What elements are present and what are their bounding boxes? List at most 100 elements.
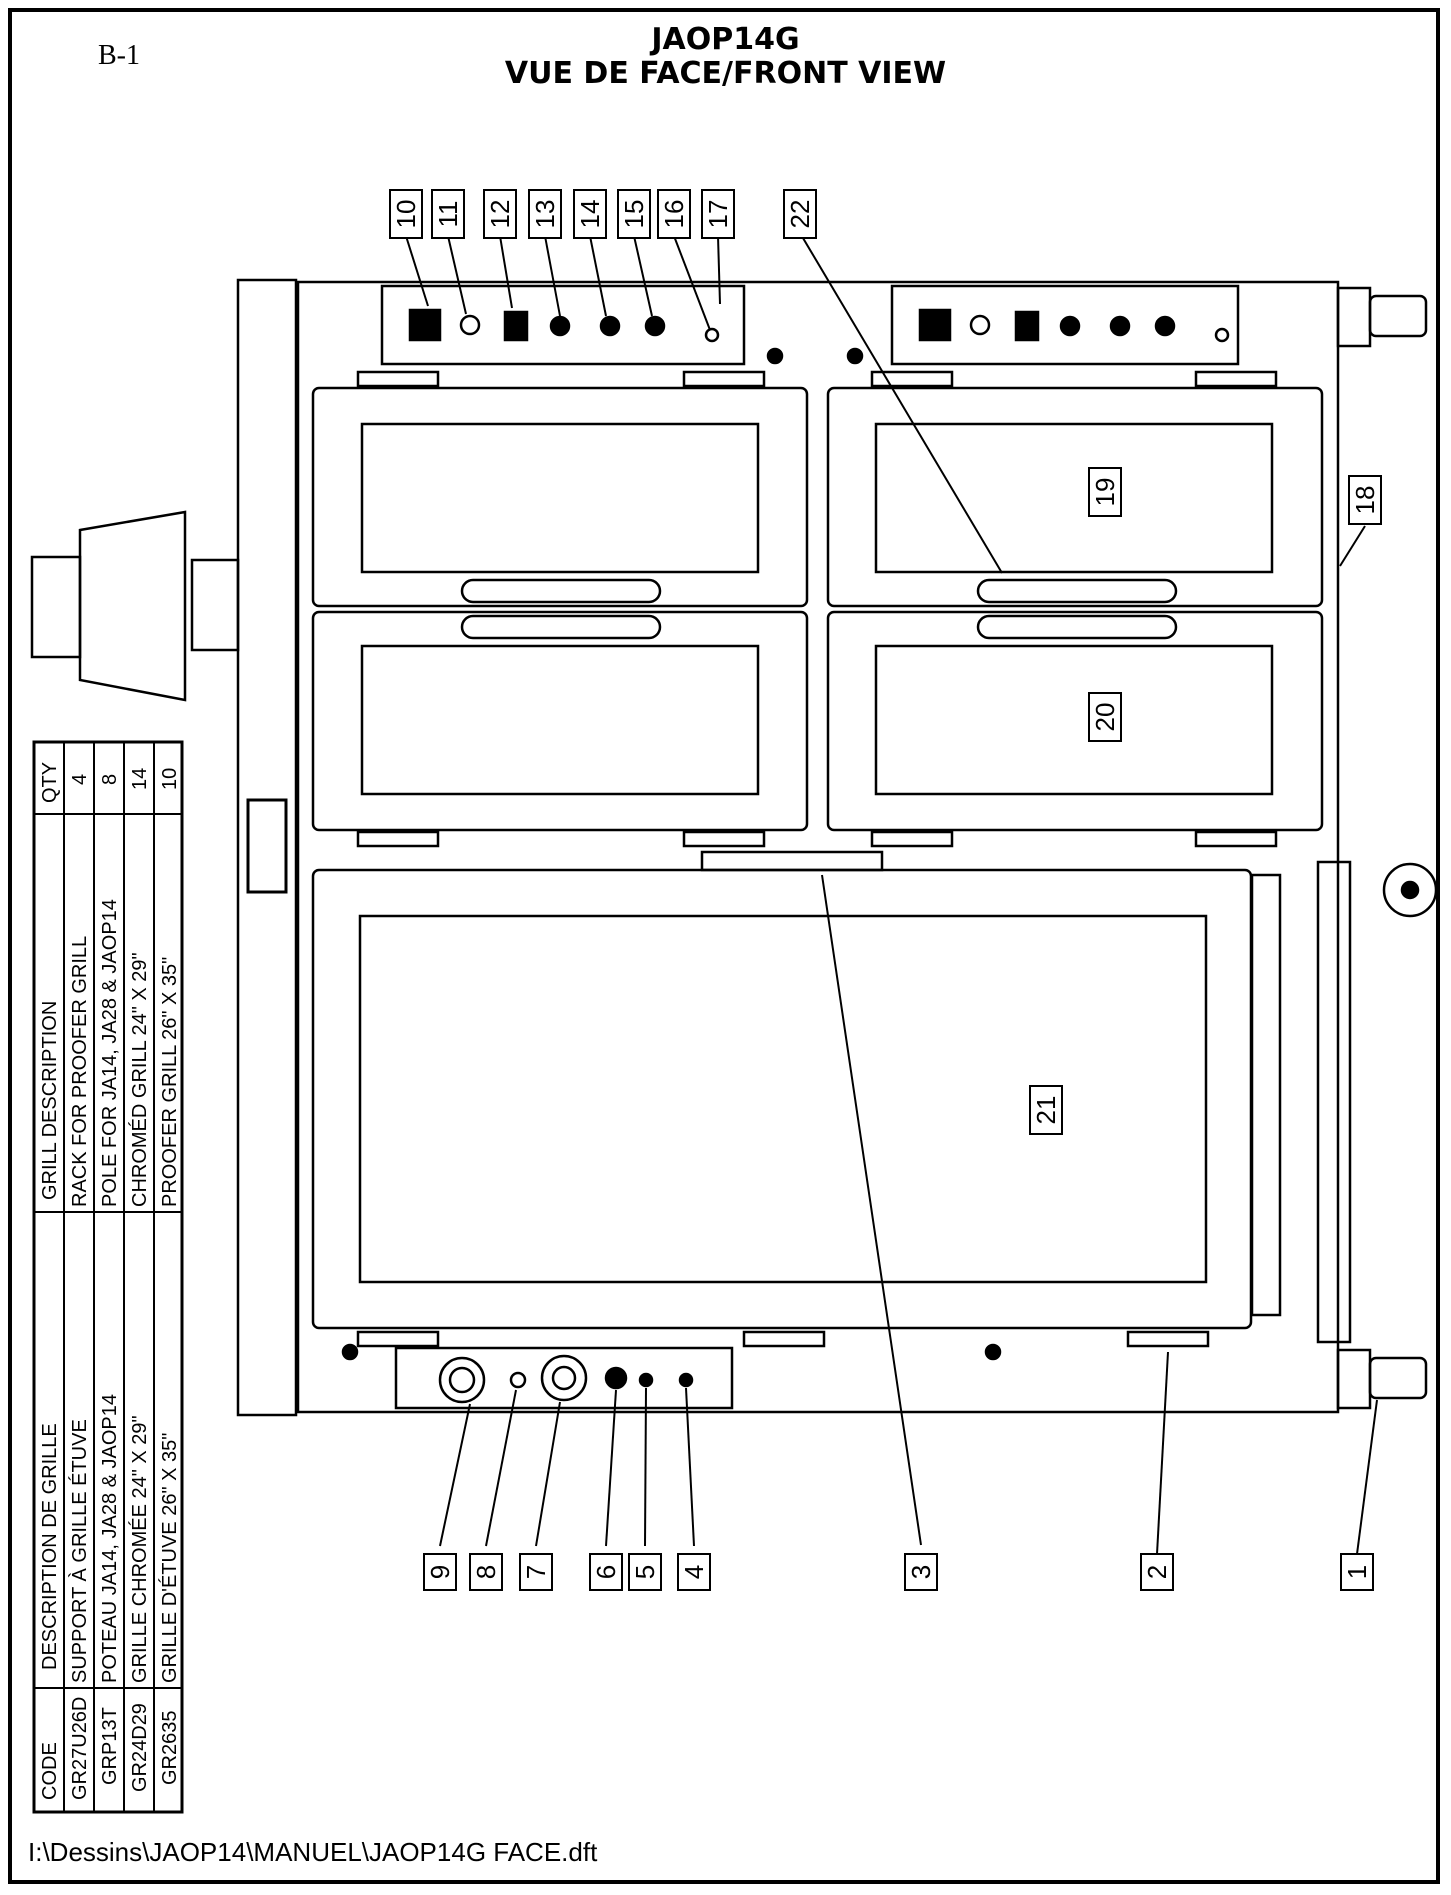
hinge-tab [742, 1330, 826, 1348]
callout-17: 17 [703, 200, 733, 229]
table-cell: GR24D29 [129, 1703, 151, 1792]
left-rail [236, 278, 298, 1417]
leader-8 [485, 1389, 517, 1547]
hinge-tab [1126, 1330, 1210, 1348]
hinge-tab [1194, 830, 1278, 848]
table-cell: PROOFER GRILL 26" X 35" [159, 957, 181, 1207]
proofer-handle [700, 850, 884, 872]
callout-3: 3 [906, 1565, 936, 1579]
display-10 [408, 308, 442, 342]
table-cell: POTEAU JA14, JA28 & JAOP14 [99, 1394, 121, 1683]
hinge-tab [356, 830, 440, 848]
handle-upper-right [976, 578, 1178, 604]
leader-18 [1339, 525, 1366, 567]
hinge-tab [682, 370, 766, 388]
table-cell: 8 [99, 774, 121, 785]
proofer-window [358, 914, 1208, 1284]
callout-21: 21 [1031, 1096, 1061, 1125]
table-header-desc-fr: DESCRIPTION DE GRILLE [39, 1423, 61, 1670]
caster-middle [1382, 862, 1438, 918]
leader-22 [799, 232, 1003, 574]
leader-4 [685, 1387, 695, 1547]
table-cell: GRP13T [99, 1707, 121, 1785]
table-header-desc-en: GRILL DESCRIPTION [39, 1001, 61, 1200]
leader-7 [535, 1401, 561, 1547]
callout-19: 19 [1090, 478, 1120, 507]
caster-bottom [1336, 1348, 1372, 1410]
leader-9 [439, 1403, 471, 1547]
callout-14: 14 [575, 200, 605, 229]
knob-15 [644, 315, 666, 337]
knob-14 [599, 315, 621, 337]
window-upper-right [874, 422, 1274, 574]
right-side-rail [1316, 860, 1352, 1344]
indicator-11 [459, 314, 481, 336]
timer-12 [503, 310, 529, 342]
leader-5 [644, 1387, 647, 1547]
caster-top [1336, 286, 1372, 348]
cabinet-body [296, 280, 1340, 1414]
knob-7 [540, 1354, 588, 1402]
callout-2: 2 [1142, 1565, 1172, 1579]
window-lower-left [360, 644, 760, 796]
hinge-tab [356, 370, 440, 388]
control-panel-left [380, 284, 746, 366]
callout-13: 13 [530, 200, 560, 229]
control-panel-bottom [394, 1346, 734, 1410]
leader-1 [1356, 1399, 1378, 1555]
table-cell: SUPPORT À GRILLE ÉTUVE [68, 1419, 91, 1683]
oven-door-upper-right [826, 386, 1324, 608]
callout-1: 1 [1342, 1565, 1372, 1579]
page-id: B-1 [98, 40, 140, 71]
callout-4: 4 [679, 1565, 709, 1579]
table-cell: GRILLE CHROMÉE 24" X 29" [128, 1415, 151, 1683]
callout-7: 7 [521, 1565, 551, 1579]
proofer-side-strip [1250, 873, 1282, 1317]
knob-9 [438, 1356, 486, 1404]
exhaust-hood [78, 510, 187, 702]
oven-door-lower-left [311, 610, 809, 832]
callout-15: 15 [619, 200, 649, 229]
handle-upper-left [460, 578, 662, 604]
leader-3 [821, 874, 922, 1546]
callout-6: 6 [591, 1565, 621, 1579]
callout-16: 16 [659, 200, 689, 229]
window-lower-right [874, 644, 1274, 796]
parts-table: CODE DESCRIPTION DE GRILLE GRILL DESCRIP… [32, 740, 184, 1814]
hinge-tab [682, 830, 766, 848]
table-header-code: CODE [39, 1742, 61, 1800]
hinge-tab [870, 830, 954, 848]
pilot-light-8 [509, 1371, 527, 1389]
callouts: 1 2 3 4 5 6 7 8 9 10 11 12 13 14 15 16 1… [389, 189, 1382, 1591]
callout-8: 8 [471, 1565, 501, 1579]
hinge-tab [356, 1330, 440, 1348]
exhaust-duct [190, 558, 240, 652]
leader-6 [605, 1389, 617, 1547]
table-cell: CHROMÉD GRILL 24" X 29" [128, 952, 151, 1207]
leader-2 [1156, 1351, 1169, 1555]
table-cell: GR27U26D [69, 1697, 91, 1800]
table-cell: 4 [69, 774, 91, 785]
callout-11: 11 [433, 201, 463, 228]
callout-5: 5 [630, 1565, 660, 1579]
control-panel-right [890, 284, 1240, 366]
drawing-frame [8, 8, 1440, 1884]
table-cell: RACK FOR PROOFER GRILL [69, 936, 91, 1207]
callout-9: 9 [425, 1565, 455, 1579]
light-4 [678, 1372, 694, 1388]
table-header-qty: QTY [39, 762, 61, 803]
switch-6 [604, 1366, 628, 1390]
drawing-title: JAOP14G [651, 22, 800, 57]
handle-lower-right [976, 614, 1178, 640]
oven-door-upper-left [311, 386, 809, 608]
drawing-subtitle: VUE DE FACE/FRONT VIEW [504, 56, 947, 91]
light-16 [704, 327, 720, 343]
exhaust-collar [30, 555, 82, 659]
knob-13 [549, 315, 571, 337]
hinge-tab [1194, 370, 1278, 388]
hinge-tab [870, 370, 954, 388]
nameplate [246, 798, 288, 894]
callout-12: 12 [485, 200, 515, 229]
light-5 [638, 1372, 654, 1388]
